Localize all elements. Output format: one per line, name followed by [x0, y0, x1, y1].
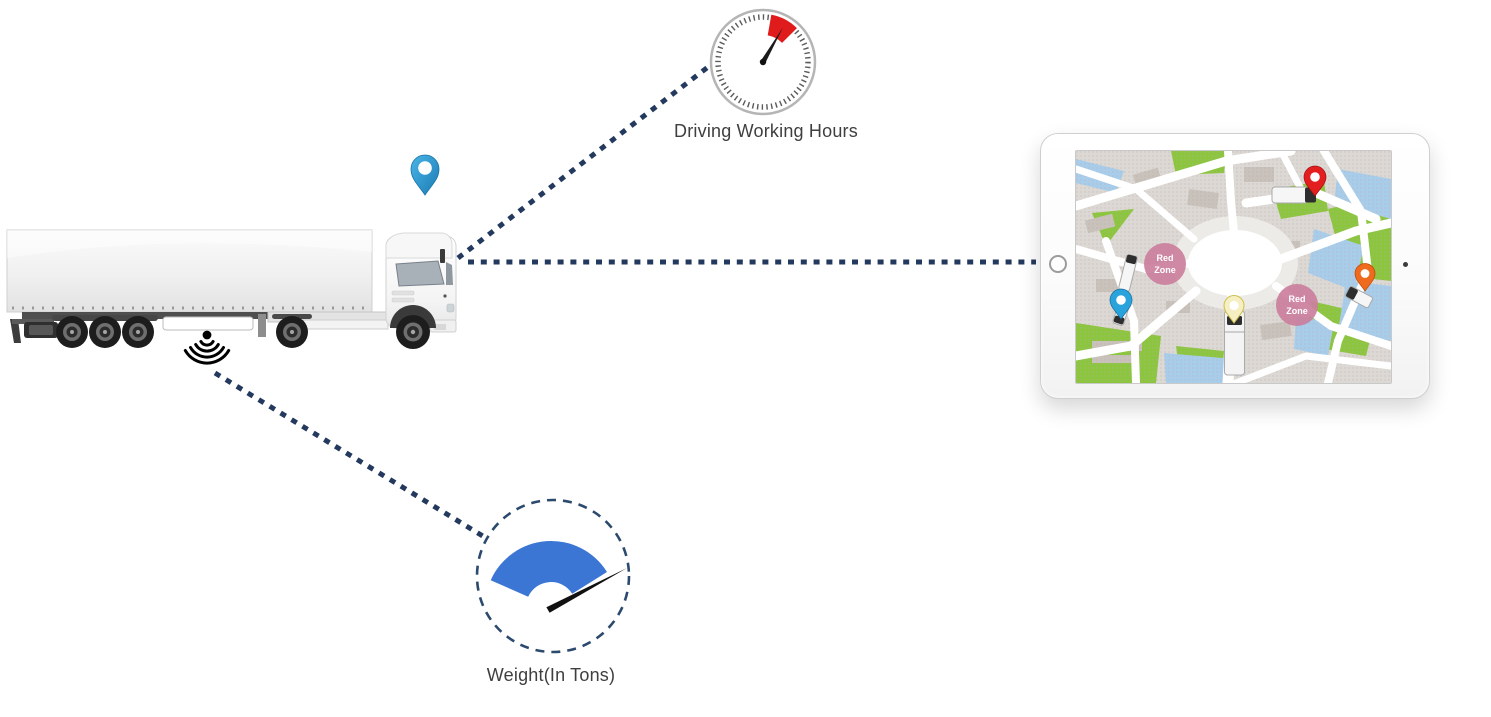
map-pin-yellow[interactable]	[1223, 295, 1245, 324]
trailer-wheels	[56, 316, 154, 348]
camera-dot-icon	[1403, 262, 1408, 267]
signal-waves-icon	[183, 330, 231, 365]
gauge-blue-arc	[490, 540, 607, 597]
svg-text:Zone: Zone	[1286, 306, 1308, 316]
landing-leg	[258, 314, 266, 337]
dotted-connector-clock	[456, 62, 714, 260]
map[interactable]: Red Zone Red Zone	[1076, 151, 1391, 383]
clock-ticks	[715, 14, 811, 110]
clock-hub	[759, 58, 767, 66]
svg-text:Red: Red	[1156, 253, 1173, 263]
weight-needle	[546, 568, 627, 613]
clock-needle	[760, 27, 783, 64]
driving-hours-gauge	[709, 8, 817, 116]
truck-illustration	[6, 229, 457, 349]
weight-label: Weight(In Tons)	[486, 665, 616, 685]
rear-bar	[12, 319, 54, 324]
trailer	[6, 229, 373, 319]
driving-hours-label: Driving Working Hours	[674, 121, 858, 141]
gps-pin-icon	[410, 154, 440, 196]
weight-gauge	[475, 498, 631, 654]
tractor-deck	[299, 319, 389, 330]
dotted-connector-weight	[213, 370, 488, 541]
tractor-rear-wheel	[276, 316, 308, 348]
tablet-screen[interactable]: Red Zone Red Zone	[1075, 150, 1392, 384]
red-zone-badge: Red Zone	[1144, 243, 1186, 285]
map-pin-orange[interactable]	[1354, 263, 1376, 292]
side-guard	[162, 316, 254, 331]
map-truck-red[interactable]	[1271, 186, 1316, 204]
map-truck-orange[interactable]	[1345, 285, 1374, 309]
svg-text:Red: Red	[1288, 294, 1305, 304]
red-zone-badge: Red Zone	[1276, 284, 1318, 326]
rear-box-inner	[29, 325, 53, 335]
map-pin-red[interactable]	[1303, 165, 1327, 197]
map-pin-blue[interactable]	[1109, 288, 1133, 320]
svg-text:Zone: Zone	[1154, 265, 1176, 275]
cab	[385, 232, 457, 349]
mudflap	[10, 319, 21, 343]
tablet: Red Zone Red Zone	[1040, 133, 1430, 399]
map-roundabout	[1188, 230, 1282, 296]
home-button[interactable]	[1049, 255, 1067, 273]
